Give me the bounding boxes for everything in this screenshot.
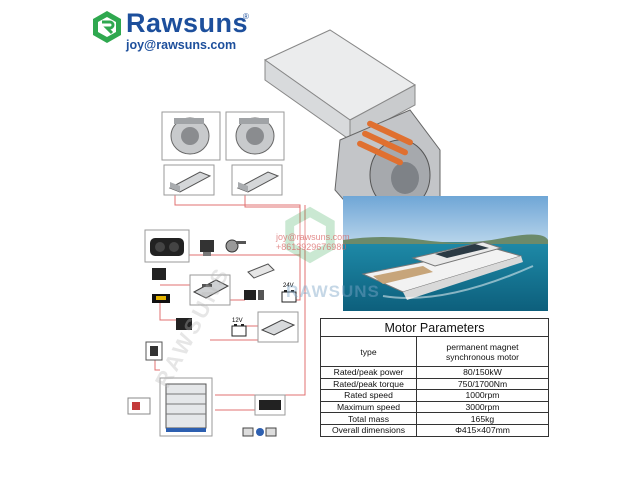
- row-value: Φ415×407mm: [416, 423, 549, 437]
- motor-icon: [235, 117, 275, 155]
- catamaran-photo: [343, 196, 548, 311]
- watermark-logo-icon: [285, 206, 335, 264]
- dashboard-icon: [150, 238, 184, 256]
- row-key: Rated/peak torque: [320, 377, 417, 391]
- row-value: 1000rpm: [416, 389, 549, 402]
- table-row: Rated speed 1000rpm: [320, 389, 549, 402]
- fuse-icon: [244, 290, 264, 300]
- row-key: Total mass: [320, 412, 417, 425]
- row-value: 750/1700Nm: [416, 377, 549, 391]
- display-icon: [242, 427, 277, 437]
- row-key: Maximum speed: [320, 400, 417, 414]
- meter-icon: [152, 294, 170, 303]
- isolator-icon: [145, 341, 163, 361]
- row-key: Rated/peak power: [320, 366, 417, 379]
- table-title: Motor Parameters: [320, 318, 549, 337]
- table-row: Rated/peak torque 750/1700Nm: [320, 377, 549, 391]
- row-value: 165kg: [416, 412, 549, 425]
- throttle-icon: [200, 240, 214, 256]
- key-switch-icon: [225, 239, 246, 253]
- row-key: Overall dimensions: [320, 423, 417, 437]
- dcdc-icon: [260, 319, 296, 336]
- relay-icon: [152, 268, 166, 280]
- type-value: permanent magnet synchronous motor: [416, 336, 549, 367]
- controller-icon: [236, 171, 280, 193]
- vcu-icon: [192, 279, 230, 299]
- table-row: Total mass 165kg: [320, 412, 549, 425]
- table-row: Maximum speed 3000rpm: [320, 400, 549, 414]
- label-12v: 12V: [232, 318, 243, 324]
- brand-logo: Rawsuns ® joy@rawsuns.com: [86, 8, 256, 52]
- battery-24v-icon: 24V: [281, 283, 297, 303]
- watermark-phone: +8613929676980: [276, 242, 347, 252]
- row-value: 80/150kW: [416, 366, 549, 379]
- row-value: 3000rpm: [416, 400, 549, 414]
- brand-name: Rawsuns: [126, 8, 249, 38]
- watermark-name: RAWSUNS: [286, 282, 380, 301]
- charging-gun-icon: [127, 397, 151, 415]
- table-row: Overall dimensions Φ415×407mm: [320, 423, 549, 437]
- battery-12v-icon: 12V: [231, 318, 247, 337]
- type-label: type: [320, 336, 417, 367]
- label-24v: 24V: [283, 283, 294, 289]
- charger-icon: [247, 263, 275, 279]
- table-row: Rated/peak power 80/150kW: [320, 366, 549, 379]
- brand-email: joy@rawsuns.com: [126, 38, 237, 52]
- type-value-line1: permanent magnet: [446, 341, 519, 352]
- battery-rack-icon: [165, 383, 207, 432]
- row-key: Rated speed: [320, 389, 417, 402]
- registered-mark: ®: [243, 12, 249, 21]
- watermark-email: joy@rawsuns.com: [276, 232, 350, 242]
- rawsuns-logo-icon: [93, 11, 121, 43]
- motor-parameters-table: Motor Parameters type permanent magnet s…: [320, 318, 549, 437]
- controller-icon: [168, 171, 212, 193]
- motor-icon: [170, 117, 210, 155]
- type-value-line2: synchronous motor: [445, 351, 520, 362]
- bms-icon: [259, 400, 281, 410]
- distribution-icon: [176, 318, 192, 330]
